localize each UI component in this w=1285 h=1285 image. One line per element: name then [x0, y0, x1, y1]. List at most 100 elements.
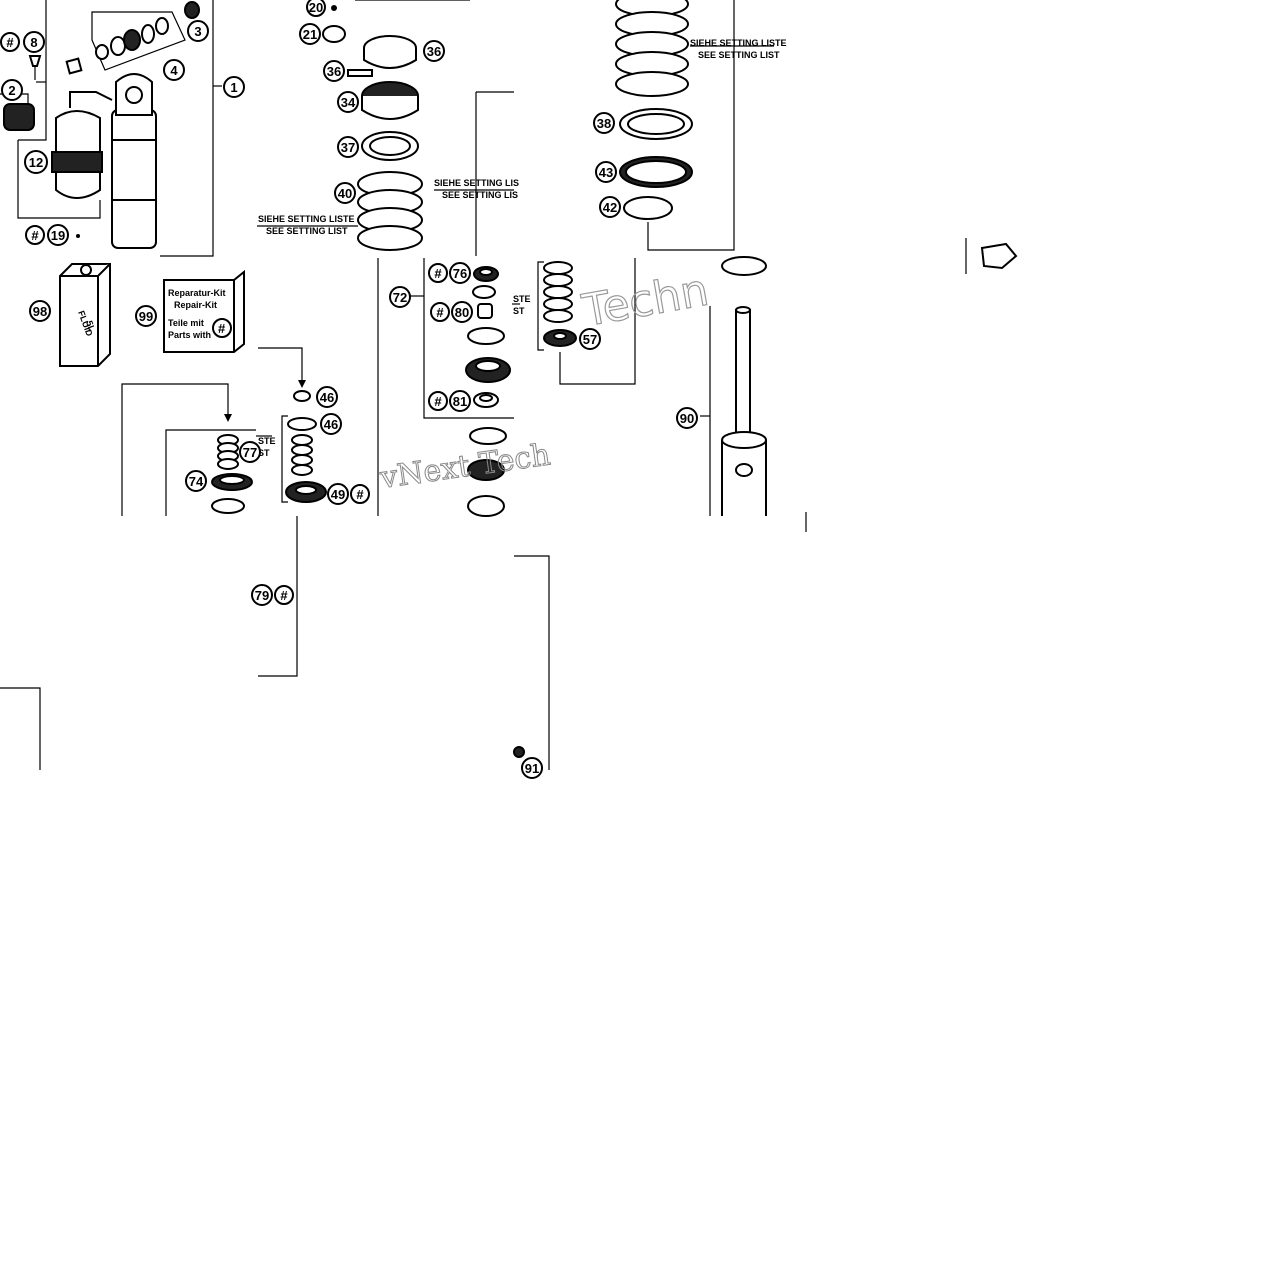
repair-kit-box [163, 269, 245, 353]
callouts: 1 2 3 4 # 8 12 # 19 20 21 36 36 34 37 40… [0, 0, 698, 779]
leader-arrow [121, 383, 229, 516]
preload-ring-side [363, 48, 417, 69]
svg-text:19: 19 [51, 228, 65, 243]
callout-40: 40 [334, 182, 356, 204]
arrow-head [298, 380, 306, 388]
svg-text:#: # [434, 266, 442, 281]
svg-text:2: 2 [8, 83, 15, 98]
lock-screw [347, 69, 373, 77]
svg-text:36: 36 [327, 64, 341, 79]
setting-note-cut: ST [258, 448, 270, 458]
setting-note-de: SIEHE SETTING LISTE [258, 214, 355, 224]
frame-line [18, 0, 47, 141]
callout-34: 34 [337, 91, 359, 113]
valve-stack-group [377, 258, 550, 770]
seal-ring [123, 29, 141, 51]
shock-absorber-group [0, 0, 222, 257]
svg-text:49: 49 [331, 487, 345, 502]
small-part [65, 57, 83, 75]
callout-79: 79 [251, 584, 273, 606]
callout-hash: # [430, 302, 450, 322]
callout-77: 77 [239, 441, 261, 463]
svg-text:77: 77 [243, 445, 257, 460]
svg-text:37: 37 [341, 140, 355, 155]
small-nut [322, 25, 346, 43]
svg-text:76: 76 [453, 266, 467, 281]
frame-line [165, 429, 256, 516]
svg-text:74: 74 [189, 474, 204, 489]
svg-text:98: 98 [33, 304, 47, 319]
leader-arrow [258, 347, 303, 382]
bracket [281, 415, 288, 503]
damper-rod-group [700, 238, 1018, 532]
frame-line [423, 258, 514, 419]
repair-kit-line-en: Parts with [168, 330, 211, 340]
frame-line [559, 258, 636, 385]
repair-kit-title-en: Repair-Kit [174, 300, 217, 310]
callout-38: 38 [593, 112, 615, 134]
setting-note-cut: STE [513, 294, 531, 304]
svg-text:1: 1 [230, 80, 237, 95]
callout-36: 36 [423, 40, 445, 62]
fluid-can-cap [80, 264, 92, 276]
seal-ring [110, 36, 126, 56]
setting-note-cut: ST [513, 306, 525, 316]
callout-99: 99 [135, 305, 157, 327]
repair-kit-symbol: # [218, 321, 226, 336]
callout-43: 43 [595, 161, 617, 183]
callout-46b: 46 [320, 413, 342, 435]
fluid-can-volume: 5L [84, 319, 97, 333]
rod-end [721, 440, 767, 516]
spring-preload-group [257, 0, 514, 256]
svg-text:46: 46 [324, 417, 338, 432]
callout-hash: # [428, 391, 448, 411]
rebound-shim-stack [537, 258, 636, 385]
callout-12: 12 [24, 150, 48, 174]
setting-note-de: SIEHE SETTING LISTE [690, 38, 787, 48]
svg-text:36: 36 [427, 44, 441, 59]
svg-text:72: 72 [393, 290, 407, 305]
callout-37: 37 [337, 136, 359, 158]
circlip [623, 196, 673, 220]
svg-text:#: # [31, 228, 39, 243]
callout-hash: # [274, 585, 294, 605]
svg-text:3: 3 [194, 24, 201, 39]
watermark-text: Techn [578, 265, 712, 337]
callout-3: 3 [187, 20, 209, 42]
callout-hash: # [25, 225, 45, 245]
callout-74: 74 [185, 470, 207, 492]
svg-text:#: # [280, 588, 288, 603]
bracket [537, 261, 544, 351]
bushing [477, 303, 493, 319]
repair-kit-title-de: Reparatur-Kit [168, 288, 226, 298]
callout-90: 90 [676, 407, 698, 429]
reservoir-hose [69, 91, 113, 108]
setting-note-en: SEE SETTING LIS [442, 190, 518, 200]
washer [287, 417, 317, 431]
spring-washer-inner [369, 136, 411, 156]
svg-text:20: 20 [309, 0, 323, 15]
reservoir-label [51, 151, 103, 173]
small-fitting [980, 242, 1018, 270]
watermark: vNext Tech Techn [377, 264, 713, 497]
svg-text:#: # [356, 487, 364, 502]
svg-text:#: # [434, 394, 442, 409]
callout-8: 8 [23, 31, 45, 53]
callout-4: 4 [163, 59, 185, 81]
valve-cap [28, 55, 42, 67]
callout-2: 2 [1, 79, 23, 101]
callout-hash: # [350, 484, 370, 504]
adjuster-knob [3, 103, 35, 131]
washer [211, 498, 245, 514]
svg-text:81: 81 [453, 394, 467, 409]
frame-line [647, 0, 735, 251]
callout-36b: 36 [323, 60, 345, 82]
bump-rubber [467, 459, 505, 481]
eye-bore [125, 86, 143, 104]
callout-72: 72 [389, 286, 411, 308]
callout-19: 19 [47, 224, 69, 246]
watermark-text: vNext Tech [377, 437, 552, 496]
ring [467, 327, 505, 345]
svg-text:99: 99 [139, 309, 153, 324]
repair-kit-symbol-circle [212, 318, 232, 338]
